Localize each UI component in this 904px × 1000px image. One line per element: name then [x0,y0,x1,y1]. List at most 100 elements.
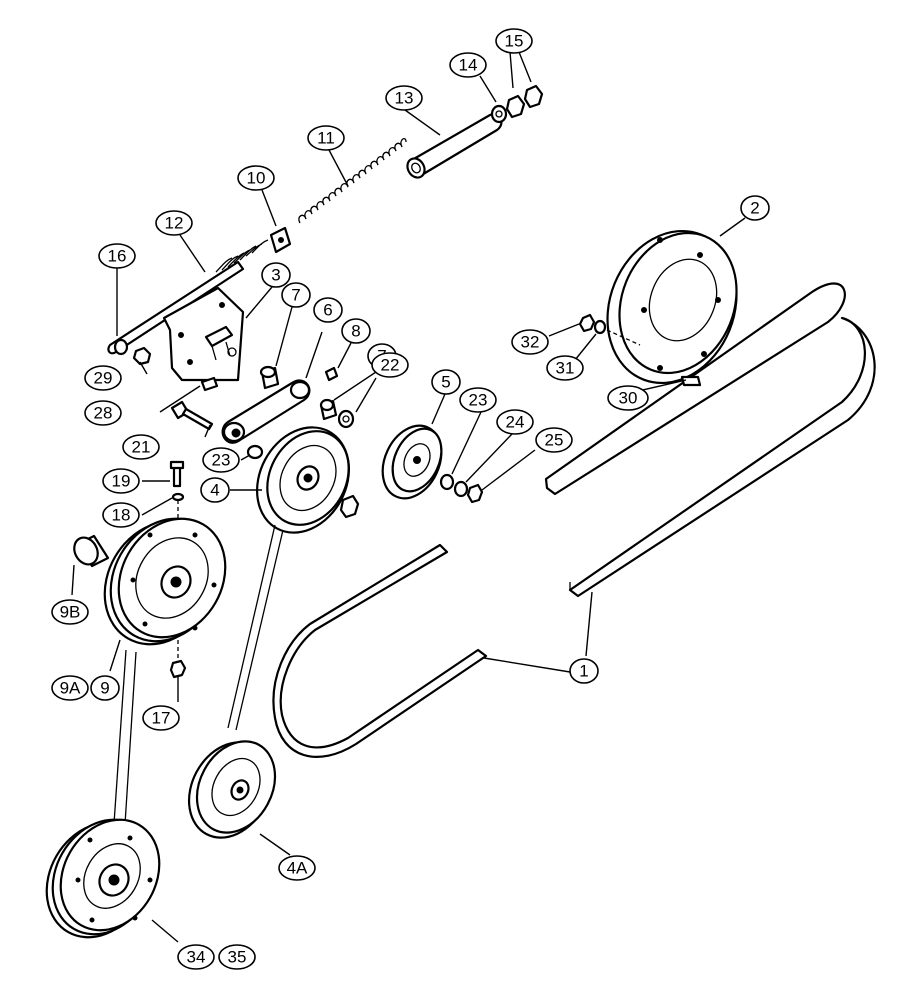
bolt-21 [170,400,214,431]
callout-label: 8 [351,322,360,341]
bolt-19 [169,460,185,488]
washer-22 [337,409,355,429]
callout-label: 32 [521,333,540,352]
pulley-5 [381,424,443,500]
callout-3: 3 [261,262,291,288]
callout-28: 28 [84,400,122,426]
nut-25 [466,483,484,504]
callout-1: 1 [569,658,599,684]
idler-arm [221,379,311,444]
washer-23b [246,444,264,460]
callout-22: 22 [371,352,409,378]
callout-34: 34 [177,944,215,970]
bolt-28 [200,376,219,392]
callout-label: 10 [247,169,266,188]
callout-16: 16 [98,243,136,269]
callout-label: 3 [271,266,280,285]
callout-17: 17 [142,705,180,731]
callout-5: 5 [431,369,461,395]
callout-9a: 9A [51,675,89,701]
fitting-8 [324,366,339,382]
callout-15: 15 [495,28,533,54]
callout-label: 5 [441,373,450,392]
compression-spring [298,138,407,224]
nut-32 [578,313,596,333]
callout-13: 13 [385,85,423,111]
washer-23a [439,473,455,491]
sleeve-tube [406,112,503,179]
callout-30: 30 [607,385,649,411]
callout-label: 21 [132,438,151,457]
callout-label: 11 [317,129,335,148]
callout-label: 15 [505,32,524,51]
callout-label: 4 [210,481,219,500]
callout-label: 29 [94,369,113,388]
callout-label: 35 [228,948,247,967]
nut-pulley-4 [339,494,360,519]
washer-18 [171,492,185,502]
washer-24 [453,480,469,498]
callout-10: 10 [237,165,275,191]
tension-rod [107,239,269,356]
bracket-10 [269,226,292,254]
callout-label: 24 [506,413,525,432]
callout-23a: 23 [459,387,497,413]
washer-14 [490,104,508,124]
bolt-30 [680,375,702,387]
callout-label: 25 [545,431,564,450]
callout-8: 8 [341,318,371,344]
callout-35: 35 [218,944,256,970]
callout-label: 9A [60,679,81,698]
callout-12: 12 [155,210,193,236]
nut-15a [505,94,526,119]
callout-label: 16 [108,247,127,266]
callout-9: 9 [90,675,120,701]
callout-label: 17 [152,709,171,728]
callout-label: 1 [579,662,588,681]
callout-label: 7 [291,286,300,305]
pulley-4 [255,426,351,534]
callout-label: 23 [469,391,488,410]
nut-29 [132,346,152,366]
callout-19: 19 [102,468,140,494]
callout-label: 23 [212,451,231,470]
washer-31 [593,319,607,335]
pulley-4a [187,740,277,839]
callout-label: 30 [619,389,638,408]
bushing-7b [319,398,338,421]
callout-label: 9 [100,679,109,698]
callout-9b: 9B [51,599,89,625]
callout-7a: 7 [281,282,311,308]
callout-23b: 23 [202,447,240,473]
callout-label: 9B [60,603,81,622]
callout-29: 29 [84,365,122,391]
nut-15b [523,84,544,109]
callout-11: 11 [307,125,345,151]
callout-label: 28 [94,404,113,423]
callout-14: 14 [449,52,487,78]
callout-4a: 4A [278,855,316,881]
rod-end-cap [113,338,129,356]
pulley-9 [103,517,227,646]
pulley-34-35 [45,818,161,939]
callout-2: 2 [740,195,770,221]
callout-label: 34 [187,948,206,967]
leader-lines [71,51,746,943]
callout-label: 18 [112,506,131,525]
callout-4: 4 [200,477,230,503]
callout-label: 14 [459,56,478,75]
callout-label: 2 [750,199,759,218]
callout-label: 6 [323,301,332,320]
callout-31: 31 [546,355,584,381]
callout-21: 21 [122,434,160,460]
mounting-plate [162,286,245,382]
callout-label: 31 [556,359,575,378]
belt-lines [112,524,284,841]
drive-belt [272,282,876,758]
callout-18: 18 [102,502,140,528]
callout-label: 13 [395,89,414,108]
callout-6: 6 [313,297,343,323]
callout-24: 24 [496,409,534,435]
